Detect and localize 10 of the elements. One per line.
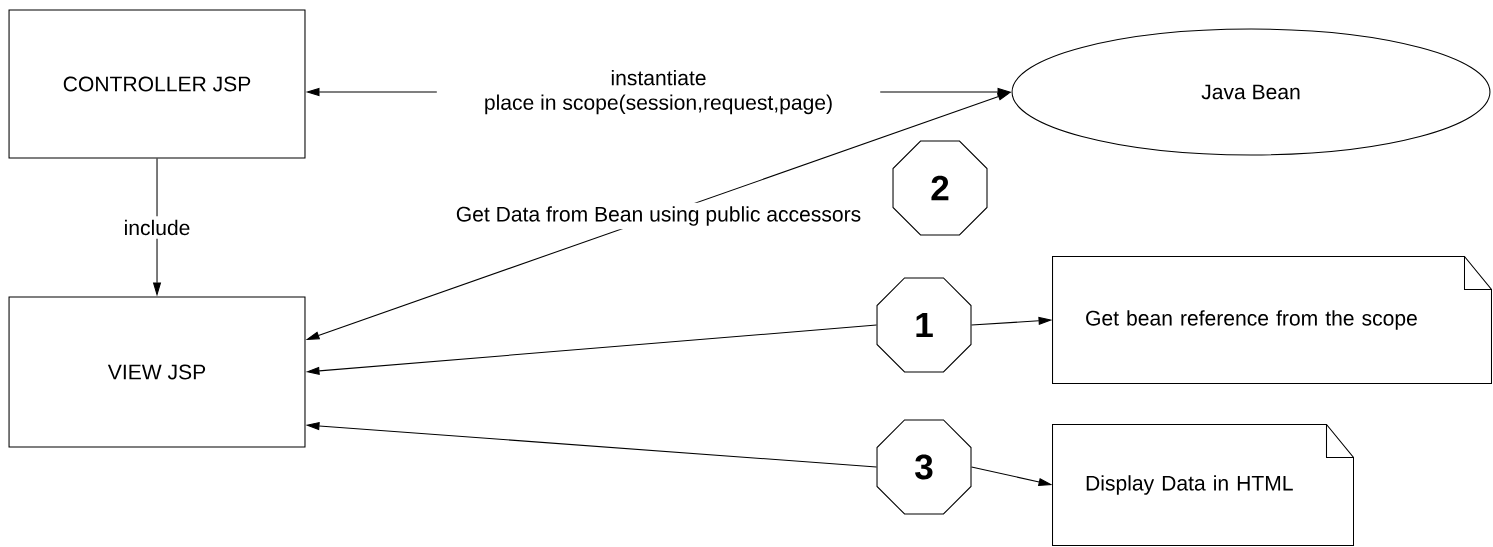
note-box: Display Data in HTML [1052,423,1355,547]
step-octagon: 3 [876,419,972,515]
note-box: Get bean reference from the scope [1052,255,1492,385]
process-box: CONTROLLER JSP [8,9,306,159]
edge-label: instantiate place in scope(session,request,page) [436,68,881,116]
step-octagon: 2 [892,140,988,236]
step-octagon: 1 [876,277,972,373]
process-box: VIEW JSP [8,296,306,448]
edge-label: Get Data from Bean using public accessors [452,202,865,230]
edge-label: include [120,216,194,239]
